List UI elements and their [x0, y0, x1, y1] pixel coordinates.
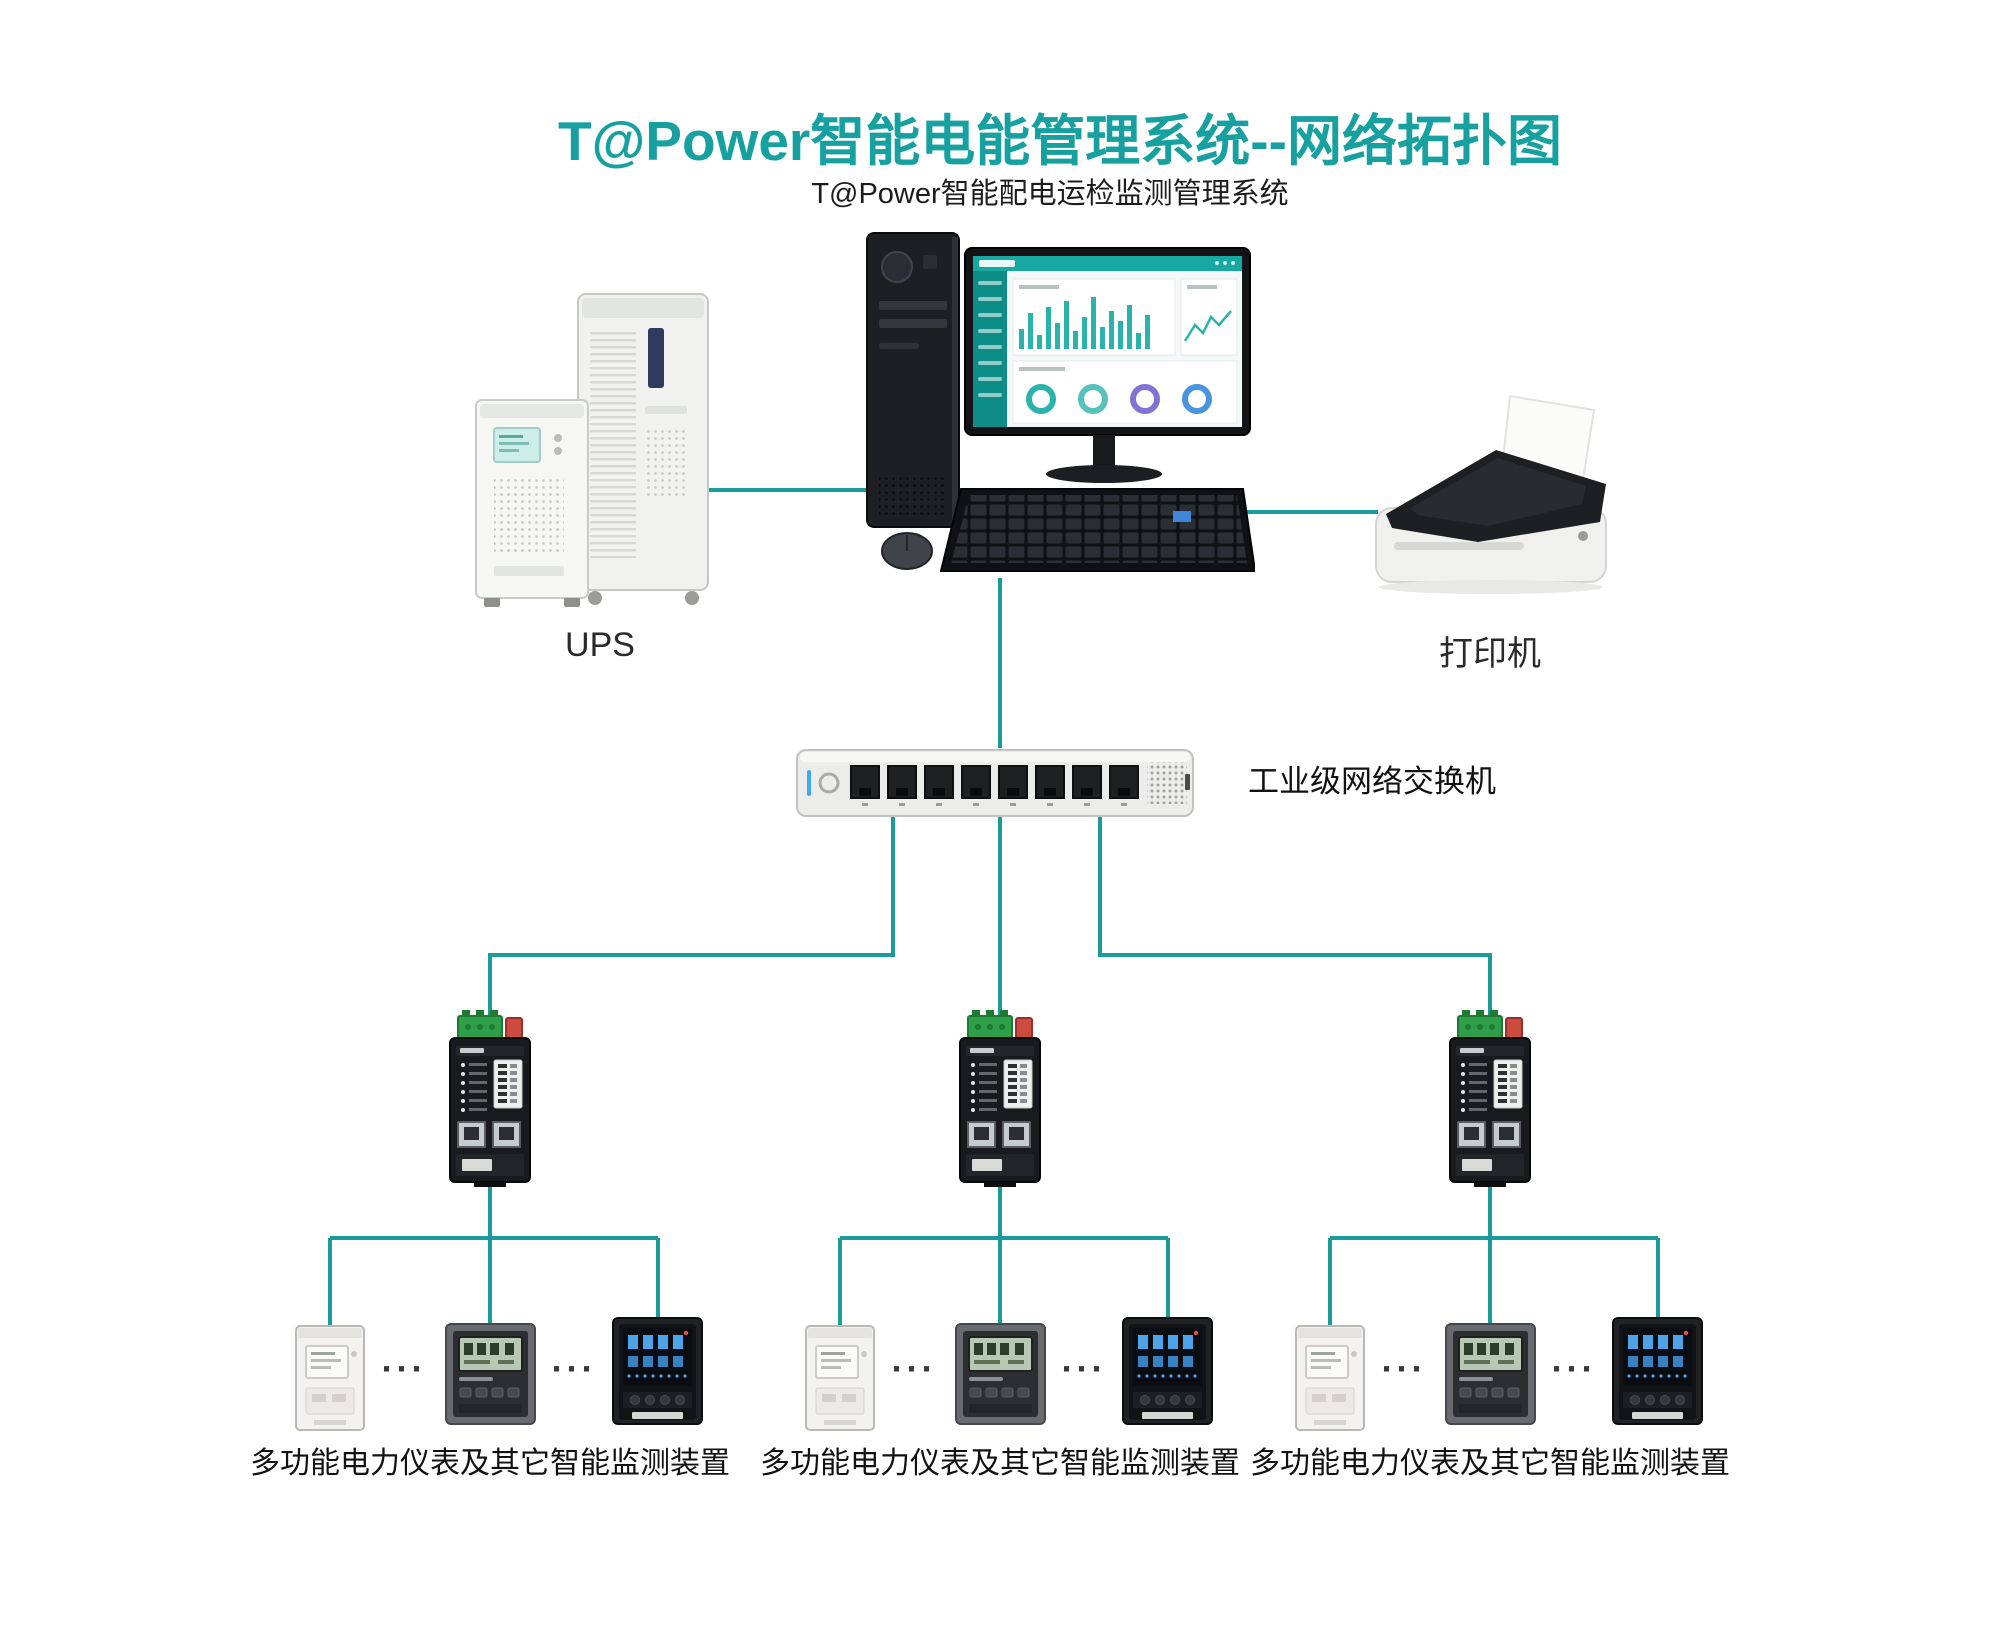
serial-gateway-2 [940, 1008, 1060, 1188]
network-switch-device [795, 740, 1195, 825]
ellipsis: ··· [381, 1348, 427, 1389]
page-subtitle: T@Power智能配电运检监测管理系统 [811, 178, 1289, 210]
printer-device [1358, 390, 1623, 600]
ellipsis: ··· [1061, 1348, 1107, 1389]
power-meter-1 [443, 1322, 538, 1427]
led-meter-2 [1120, 1316, 1215, 1428]
serial-gateway-1 [430, 1008, 550, 1188]
serial-gateway-3 [1430, 1008, 1550, 1188]
led-meter-3 [1610, 1316, 1705, 1428]
management-computer-device [855, 223, 1255, 593]
meter-monitor-3 [1294, 1324, 1366, 1432]
power-meter-2 [953, 1322, 1048, 1427]
ellipsis: ··· [1551, 1348, 1597, 1389]
page-title: T@Power智能电能管理系统--网络拓扑图 [558, 110, 1562, 172]
switch-label: 工业级网络交换机 [1248, 764, 1496, 799]
meter-group-label-2: 多功能电力仪表及其它智能监测装置 [760, 1447, 1240, 1480]
meter-monitor-2 [804, 1324, 876, 1432]
led-meter-1 [610, 1316, 705, 1428]
meter-group-label-3: 多功能电力仪表及其它智能监测装置 [1250, 1447, 1730, 1480]
ups-device [470, 288, 715, 613]
power-meter-3 [1443, 1322, 1538, 1427]
ellipsis: ··· [1381, 1348, 1427, 1389]
ellipsis: ··· [551, 1348, 597, 1389]
ellipsis: ··· [891, 1348, 937, 1389]
meter-monitor-1 [294, 1324, 366, 1432]
printer-label: 打印机 [1439, 635, 1541, 673]
ups-label: UPS [565, 626, 635, 664]
meter-group-label-1: 多功能电力仪表及其它智能监测装置 [250, 1447, 730, 1480]
